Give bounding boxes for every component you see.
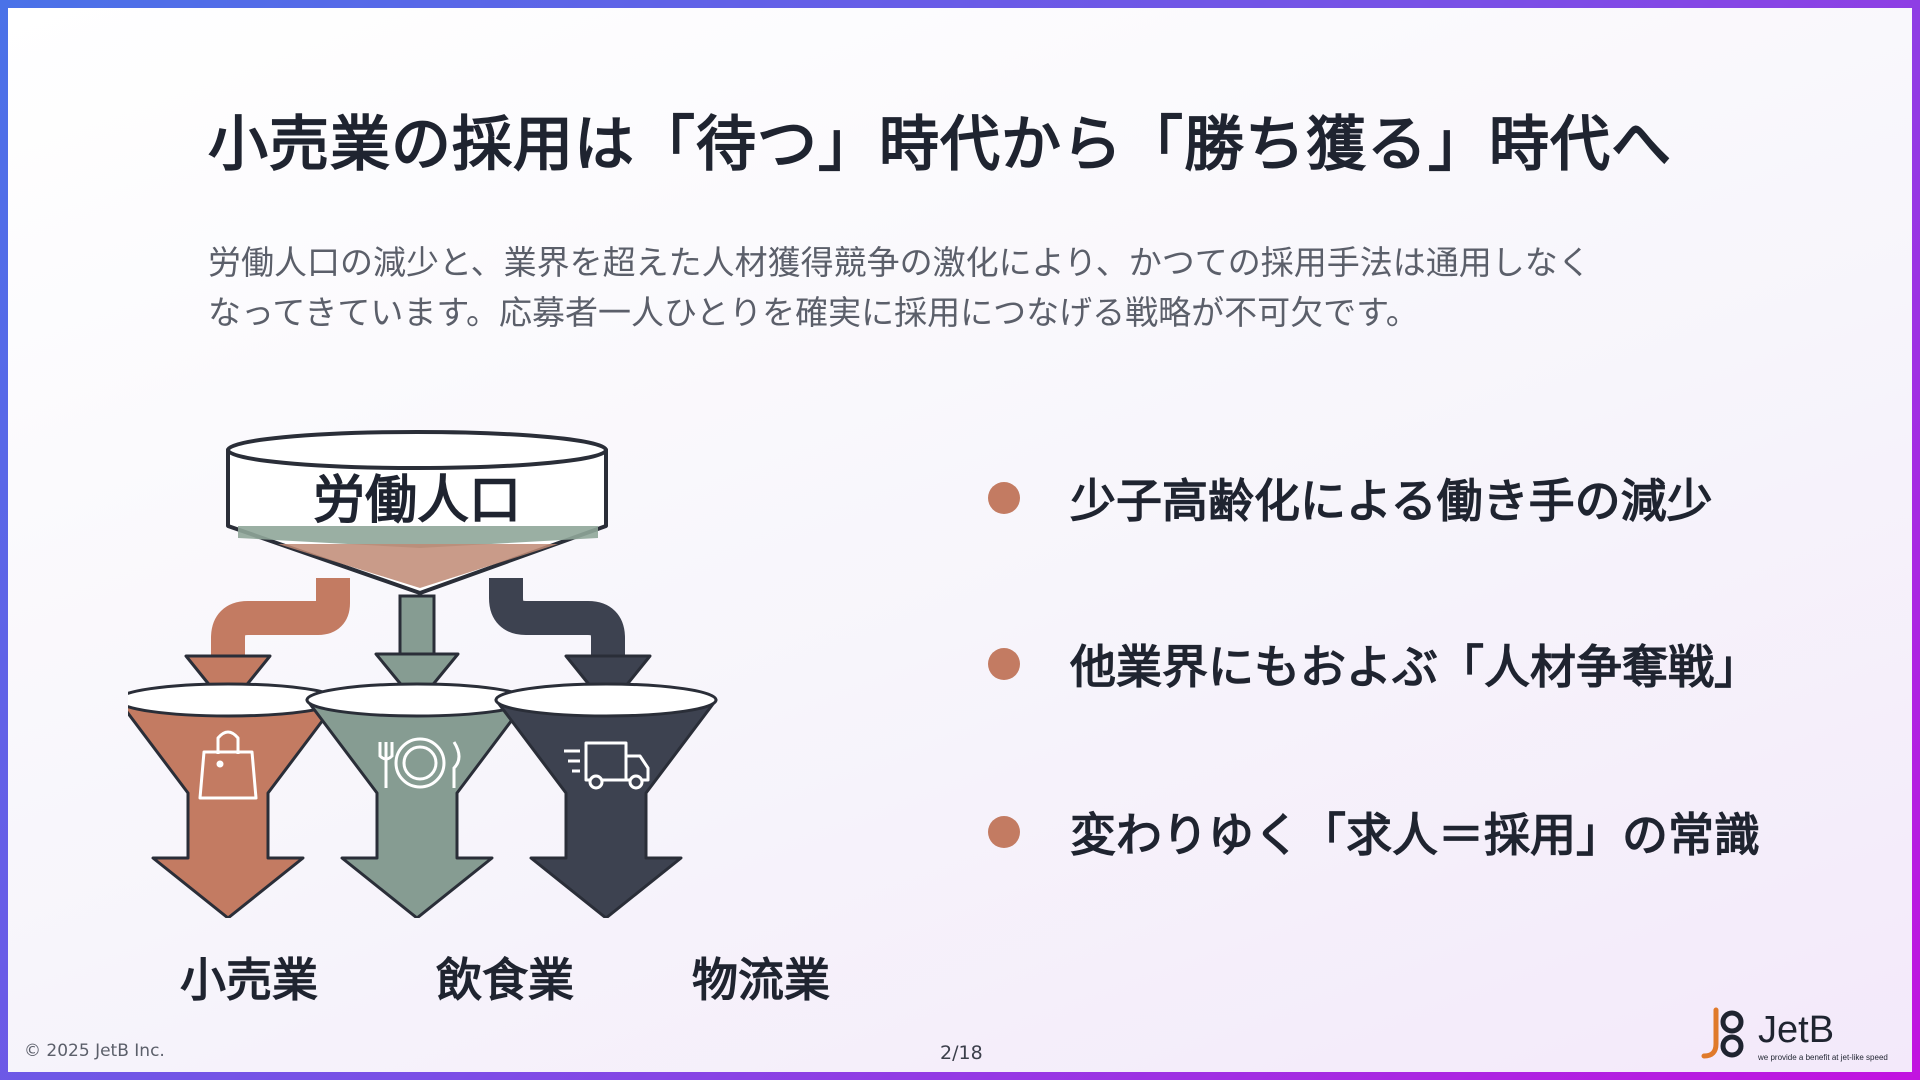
target-label-logistics: 物流業: [692, 953, 830, 1007]
bullet-item: 少子高齢化による働き手の減少: [988, 468, 1713, 528]
flow-arrow-retail: [184, 578, 350, 710]
jetb-logo: JetB we provide a benefit at jet-like sp…: [1701, 1007, 1888, 1062]
description-line-1: 労働人口の減少と、業界を超えた人材獲得競争の激化により、かつての採用手法は通用し…: [208, 243, 1591, 282]
funnel-source-label: 労働人口: [313, 471, 521, 531]
delivery-truck-icon: [564, 741, 650, 790]
bullet-item: 変わりゆく「求人＝採用」の常識: [988, 802, 1760, 862]
bullet-dot: [988, 482, 1020, 514]
description-line-2: なってきています。応募者一人ひとりを確実に採用につなげる戦略が不可欠です。: [208, 293, 1419, 332]
labor-pool-funnel: 労働人口: [226, 430, 608, 595]
copyright-text: © 2025 JetB Inc.: [24, 1041, 165, 1061]
logo-tagline: we provide a benefit at jet-like speed: [1757, 1053, 1888, 1062]
bullet-dot: [988, 816, 1020, 848]
target-label-food: 飲食業: [436, 953, 574, 1007]
bullet-item: 他業界にもおよぶ「人材争奪戦」: [988, 634, 1760, 694]
flow-arrow-logistics: [489, 578, 652, 710]
labor-funnel-diagram: 労働人口: [128, 430, 718, 918]
bullet-text: 他業界にもおよぶ「人材争奪戦」: [1070, 640, 1760, 694]
page-number: 2/18: [940, 1042, 983, 1064]
funnel-retail: [128, 682, 340, 918]
slide-description: 労働人口の減少と、業界を超えた人材獲得競争の激化により、かつての採用手法は通用し…: [208, 238, 1728, 338]
funnel-logistics: [494, 682, 718, 918]
bullet-text: 変わりゆく「求人＝採用」の常識: [1070, 808, 1760, 862]
flow-arrow-food: [374, 594, 460, 706]
funnel-food: [305, 682, 529, 918]
bullet-dot: [988, 648, 1020, 680]
shopping-bag-icon: [198, 730, 258, 800]
target-label-retail: 小売業: [180, 953, 318, 1007]
logo-text: JetB: [1758, 1009, 1834, 1051]
bullet-text: 少子高齢化による働き手の減少: [1070, 474, 1713, 528]
slide: 小売業の採用は「待つ」時代から「勝ち獲る」時代へ 労働人口の減少と、業界を超えた…: [8, 8, 1912, 1072]
dining-icon: [378, 737, 461, 789]
slide-title: 小売業の採用は「待つ」時代から「勝ち獲る」時代へ: [208, 110, 1672, 180]
